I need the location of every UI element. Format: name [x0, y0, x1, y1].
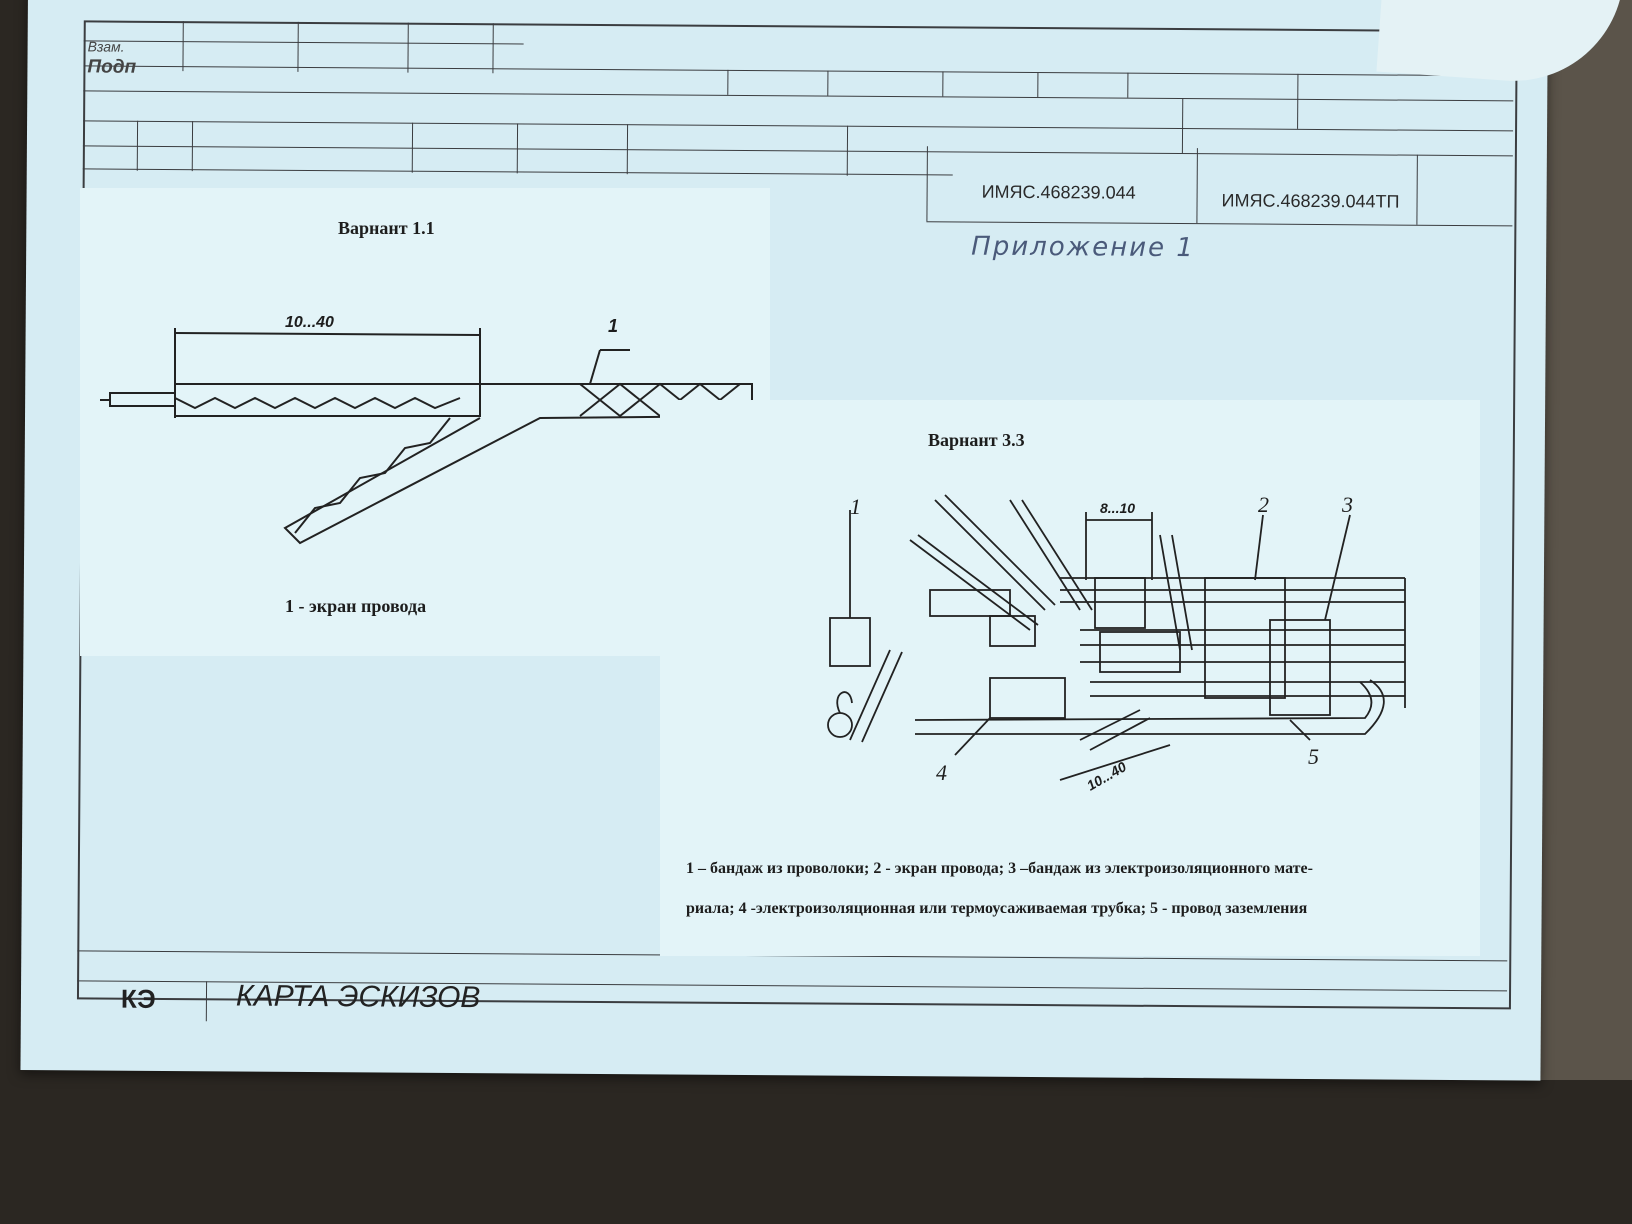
- variant-1-callout: 1: [608, 316, 619, 336]
- callout-5: 5: [1308, 744, 1319, 769]
- variant-2-title: Варнант 3.3: [928, 430, 1025, 450]
- process-code: ИМЯС.468239.044ТП: [1221, 190, 1400, 212]
- divider: [942, 71, 944, 97]
- callout-4: 4: [936, 760, 947, 785]
- variant-1-legend: 1 - экран провода: [285, 596, 427, 616]
- callout-3: 3: [1342, 492, 1353, 517]
- variant-2-sheet: Варнант 3.3 1 – бандаж из проволоки; 2 -…: [660, 400, 1480, 956]
- variant-1-dimension: 10...40: [285, 314, 334, 331]
- dimension-top: 8...10: [1100, 500, 1136, 516]
- variant-2-legend-line-2: риала; 4 -электроизоляционная или термоу…: [686, 900, 1308, 917]
- footer-title: КАРТА ЭСКИЗОВ: [235, 979, 481, 1015]
- callout-2: 2: [1258, 492, 1269, 517]
- divider: [1037, 72, 1039, 98]
- divider: [1127, 72, 1129, 98]
- divider: [205, 981, 208, 1022]
- handwritten-annotation: Приложение 1: [971, 231, 1195, 264]
- row-label-signature: Подп: [87, 56, 137, 78]
- variant-2-legend-line-1: 1 – бандаж из проволоки; 2 - экран прово…: [686, 860, 1313, 877]
- row-label-replacement: Взам.: [87, 38, 125, 55]
- divider: [727, 69, 729, 95]
- callout-1: 1: [850, 494, 861, 519]
- variant-1-drawing: [100, 328, 753, 545]
- divider: [827, 70, 829, 96]
- variant-1-sheet: Варнант 1.1 1 - экран провода 10...40 1: [80, 188, 770, 656]
- variant-2-drawing: [827, 494, 1406, 781]
- footer-code: КЭ: [120, 983, 156, 1014]
- document-code: ИМЯС.468239.044: [981, 181, 1136, 203]
- variant-1-title: Варнант 1.1: [338, 218, 435, 238]
